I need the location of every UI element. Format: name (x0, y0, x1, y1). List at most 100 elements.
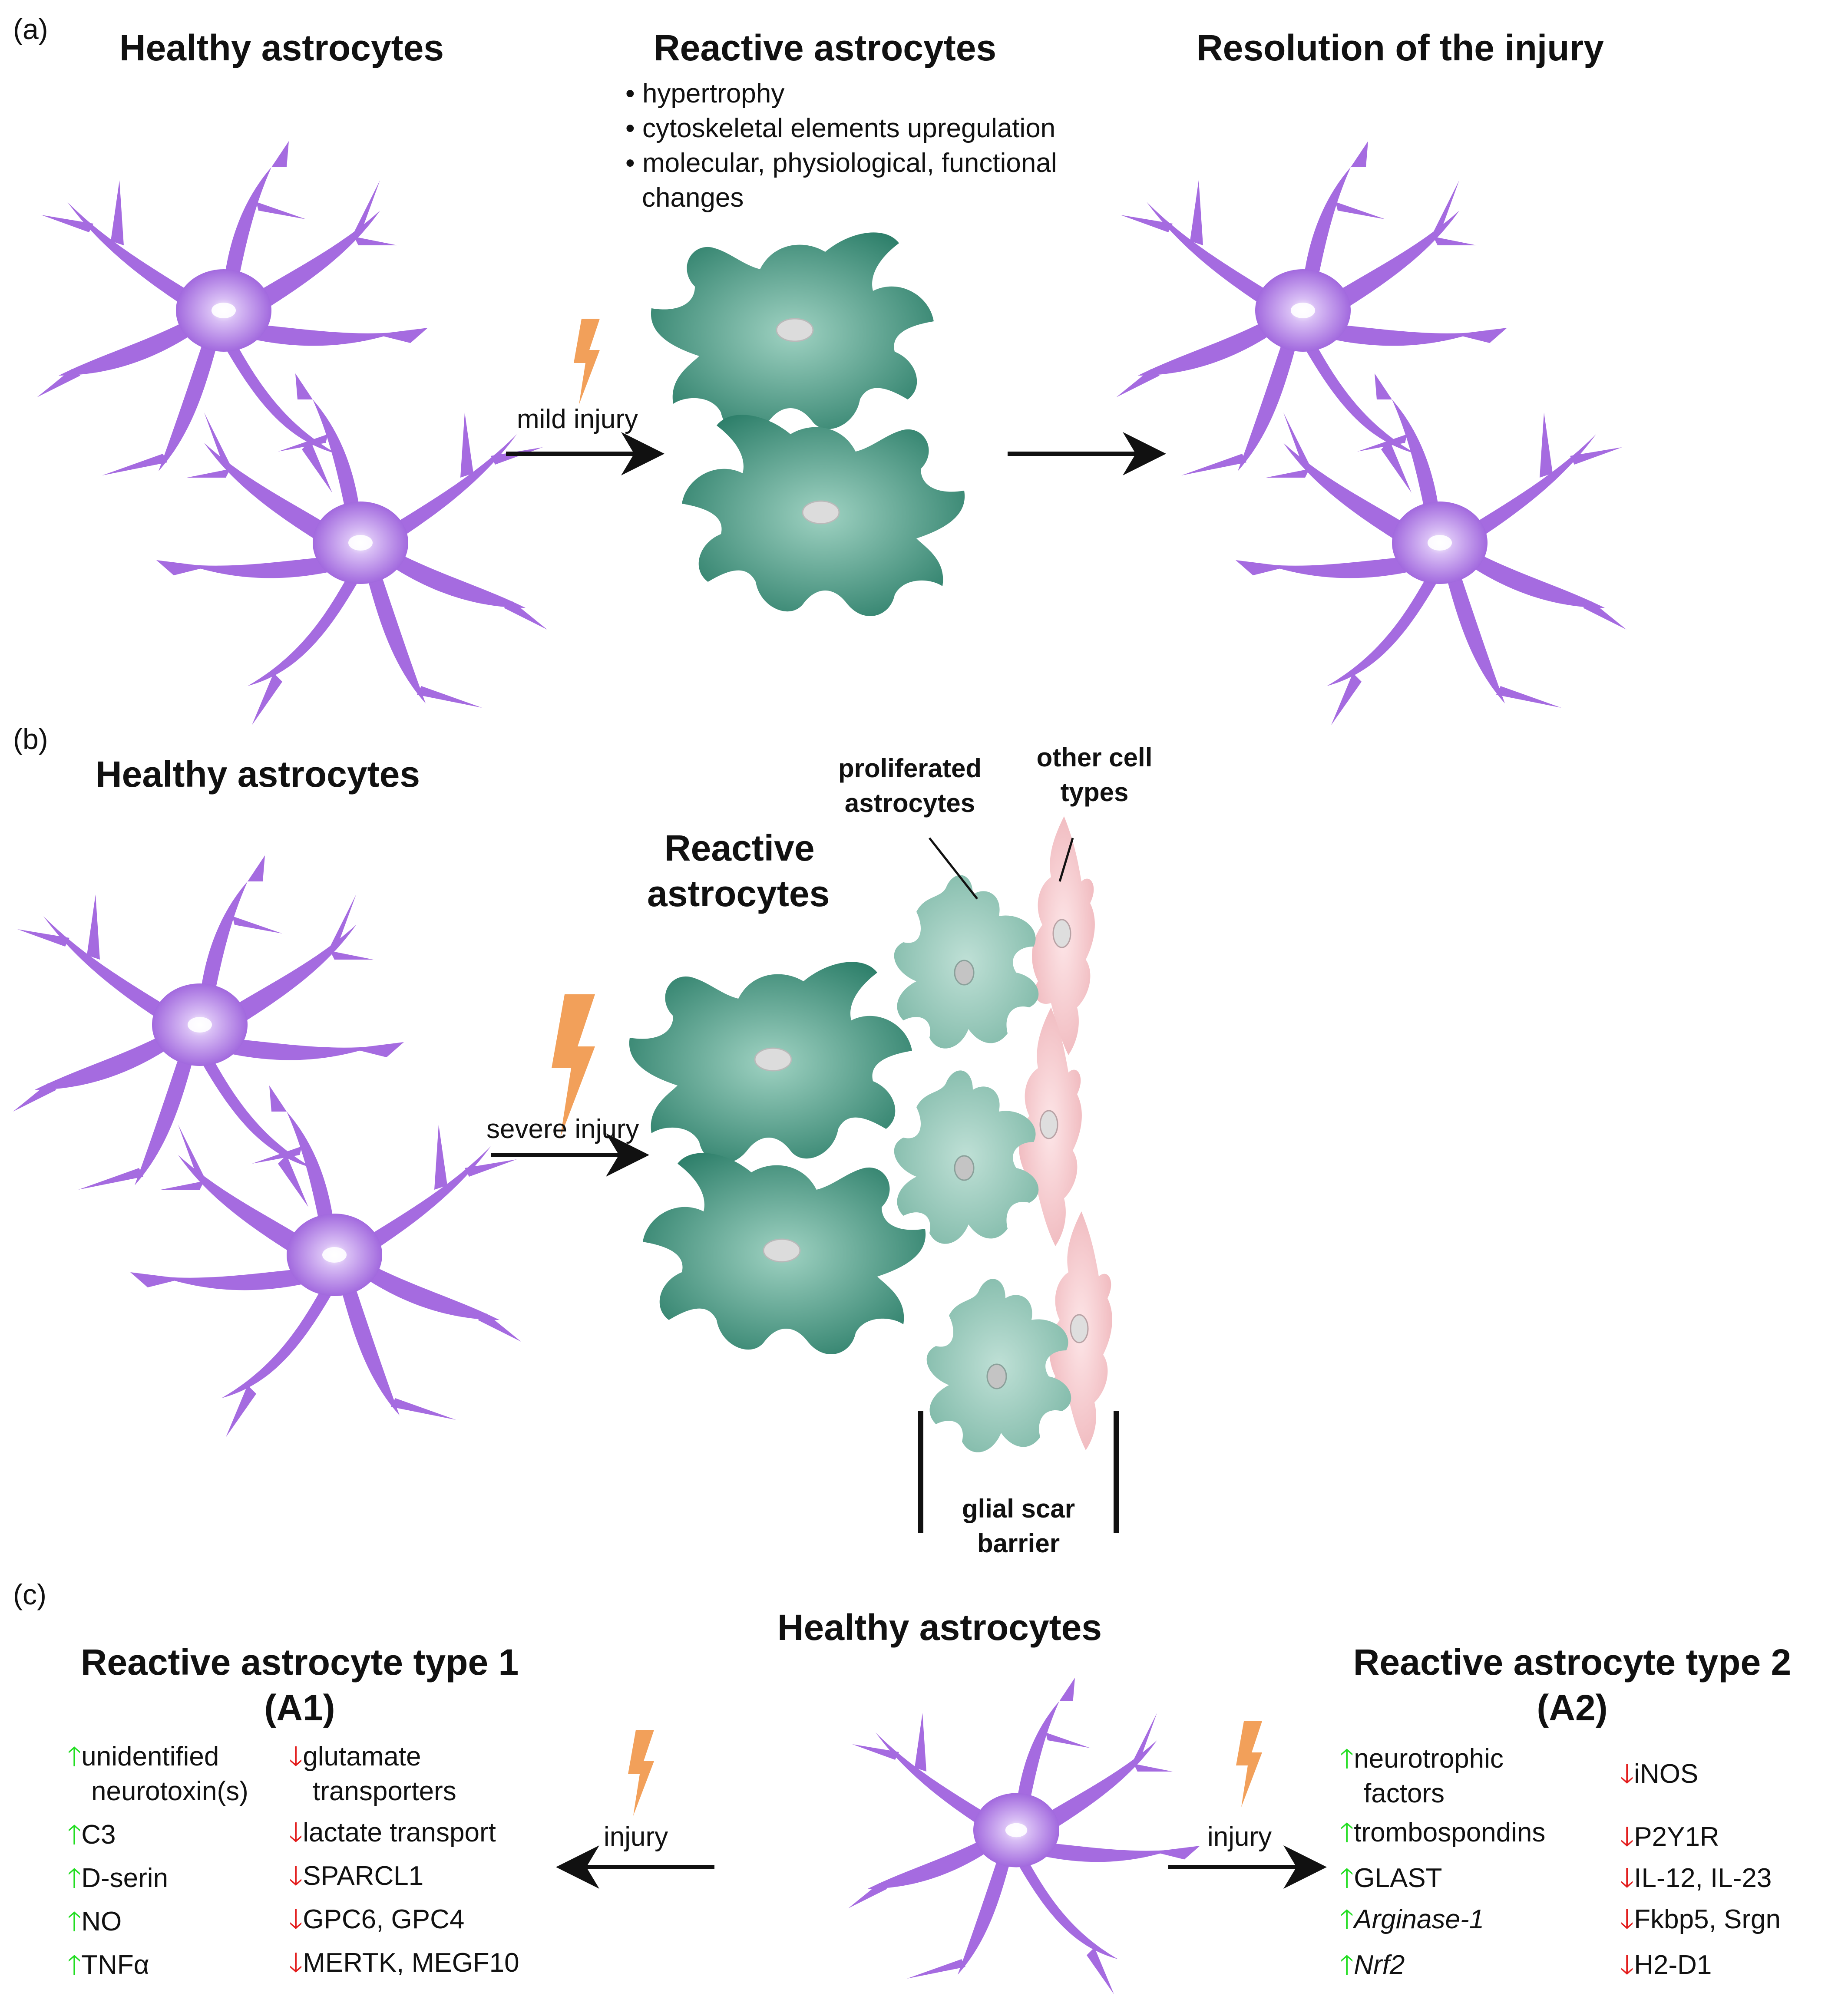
reactive-astrocytes-b (628, 961, 926, 1355)
healthy-astrocyte-c (848, 1678, 1200, 1994)
a2-down-text: IL-12, IL-23 (1634, 1863, 1772, 1893)
a1-up-continuation: neurotoxin(s) (91, 1776, 248, 1806)
up-arrow-item: 🡑GLAST (1340, 1863, 1442, 1894)
mild-injury-bolt-icon (574, 319, 600, 405)
up-arrow-item: 🡑trombospondins (1340, 1817, 1545, 1848)
panel-a-tag: (a) (13, 13, 48, 45)
healthy-astrocytes-a (37, 141, 547, 725)
down-arrow-item: 🡓IL-12, IL-23 (1620, 1863, 1772, 1894)
down-arrow-item: 🡓H2-D1 (1620, 1950, 1712, 1980)
bullet-item: • cytoskeletal elements upregulation (625, 113, 1056, 143)
a1-title-line1: Reactive astrocyte type 1 (80, 1642, 519, 1683)
panel-b-tag: (b) (13, 723, 48, 755)
down-arrow-icon: 🡓 (1620, 1950, 1634, 1980)
severe-injury-label: severe injury (486, 1114, 639, 1144)
injury-right-label: injury (1207, 1822, 1272, 1852)
a1-title-line2: (A1) (264, 1687, 335, 1728)
injury-left-bolt-icon (628, 1730, 654, 1816)
a2-up-continuation: factors (1364, 1778, 1445, 1808)
a1-up-text: TNFα (81, 1950, 149, 1980)
down-arrow-icon: 🡓 (1620, 1759, 1634, 1789)
down-arrow-item: 🡓SPARCL1 (289, 1861, 423, 1891)
up-arrow-icon: 🡑 (67, 1742, 82, 1772)
up-arrow-item: 🡑TNFα (67, 1950, 149, 1980)
a2-title-line2: (A2) (1537, 1687, 1608, 1728)
down-arrow-item: 🡓GPC6, GPC4 (289, 1904, 464, 1935)
down-arrow-item: 🡓MERTK, MEGF10 (289, 1947, 519, 1978)
panel-c-tag: (c) (13, 1578, 46, 1610)
a1-up-text: unidentified (81, 1742, 219, 1772)
a2-up-text: GLAST (1354, 1863, 1442, 1893)
reactive-label-line2: astrocytes (647, 873, 830, 914)
healthy-astrocytes-b (13, 855, 521, 1437)
a1-down-text: SPARCL1 (303, 1861, 424, 1891)
a1-down-continuation: transporters (313, 1776, 456, 1806)
up-arrow-item: 🡑neurotrophic (1340, 1743, 1504, 1774)
down-arrow-item: 🡓Fkbp5, Srgn (1620, 1904, 1781, 1935)
a1-up-text: C3 (81, 1820, 116, 1850)
down-arrow-icon: 🡓 (289, 1904, 303, 1934)
bullet-item: • molecular, physiological, functional (625, 148, 1057, 178)
up-arrow-item: 🡑D-serin (67, 1863, 168, 1894)
up-arrow-icon: 🡑 (1340, 1818, 1354, 1848)
reactive-astrocytes-a (650, 231, 965, 617)
up-arrow-icon: 🡑 (1340, 1863, 1354, 1893)
panel-a-title-healthy: Healthy astrocytes (119, 27, 444, 68)
a1-up-text: NO (81, 1907, 122, 1937)
bullet-item: • hypertrophy (625, 79, 785, 109)
glial-scar-label-line1: glial scar (962, 1494, 1075, 1523)
down-arrow-item: 🡓iNOS (1620, 1759, 1698, 1789)
a2-up-text: Nrf2 (1354, 1950, 1405, 1980)
other-cells-leader-line (1058, 838, 1074, 882)
a2-title-line1: Reactive astrocyte type 2 (1353, 1642, 1792, 1683)
a1-down-text: glutamate (303, 1742, 421, 1772)
a1-up-text: D-serin (81, 1863, 169, 1893)
up-arrow-item: 🡑NO (67, 1906, 122, 1937)
panel-c-title-healthy: Healthy astrocytes (777, 1607, 1102, 1648)
glial-scar-label-line2: barrier (977, 1529, 1060, 1558)
resolved-astrocytes-a (1116, 141, 1626, 725)
panel-a-title-reactive: Reactive astrocytes (654, 27, 997, 68)
down-arrow-icon: 🡓 (289, 1861, 303, 1891)
up-arrow-icon: 🡑 (67, 1907, 82, 1937)
down-arrow-icon: 🡓 (289, 1818, 303, 1848)
a2-up-text: neurotrophic (1354, 1744, 1504, 1774)
down-arrow-item: 🡓P2Y1R (1620, 1821, 1719, 1852)
up-arrow-icon: 🡑 (1340, 1744, 1354, 1774)
panel-a-title-resolution: Resolution of the injury (1197, 27, 1604, 68)
injury-left-label: injury (604, 1822, 668, 1852)
a2-down-text: Fkbp5, Srgn (1634, 1904, 1781, 1934)
other-cells-label-line1: other cell (1036, 743, 1153, 772)
other-cells-label-line2: types (1060, 778, 1129, 807)
a2-down-text: P2Y1R (1634, 1822, 1719, 1852)
panel-b-title-healthy: Healthy astrocytes (96, 754, 420, 795)
down-arrow-item: 🡓glutamate (289, 1741, 421, 1772)
up-arrow-icon: 🡑 (67, 1820, 82, 1850)
down-arrow-icon: 🡓 (289, 1948, 303, 1978)
a1-down-text: MERTK, MEGF10 (303, 1948, 519, 1978)
a2-down-text: H2-D1 (1634, 1950, 1712, 1980)
bullet-text: hypertrophy (642, 79, 785, 109)
up-arrow-icon: 🡑 (67, 1950, 82, 1980)
proliferated-label-line1: proliferated (838, 754, 982, 783)
up-arrow-item: 🡑Arginase-1 (1340, 1904, 1484, 1935)
up-arrow-icon: 🡑 (1340, 1904, 1354, 1934)
a1-down-text: lactate transport (303, 1818, 496, 1848)
mild-injury-label: mild injury (517, 404, 638, 434)
proliferated-label-line2: astrocytes (844, 789, 975, 818)
reactive-label-line1: Reactive (664, 828, 815, 868)
down-arrow-icon: 🡓 (1620, 1822, 1634, 1852)
bullet-continuation: changes (642, 183, 744, 213)
bullet-text: cytoskeletal elements upregulation (642, 113, 1056, 143)
up-arrow-item: 🡑Nrf2 (1340, 1950, 1405, 1980)
a2-down-text: iNOS (1634, 1759, 1699, 1789)
down-arrow-icon: 🡓 (289, 1742, 303, 1772)
up-arrow-item: 🡑C3 (67, 1819, 116, 1850)
up-arrow-icon: 🡑 (1340, 1950, 1354, 1980)
a2-up-text: Arginase-1 (1354, 1904, 1484, 1934)
up-arrow-icon: 🡑 (67, 1863, 82, 1893)
proliferated-leader-line (929, 837, 978, 900)
down-arrow-icon: 🡓 (1620, 1863, 1634, 1893)
down-arrow-icon: 🡓 (1620, 1904, 1634, 1934)
